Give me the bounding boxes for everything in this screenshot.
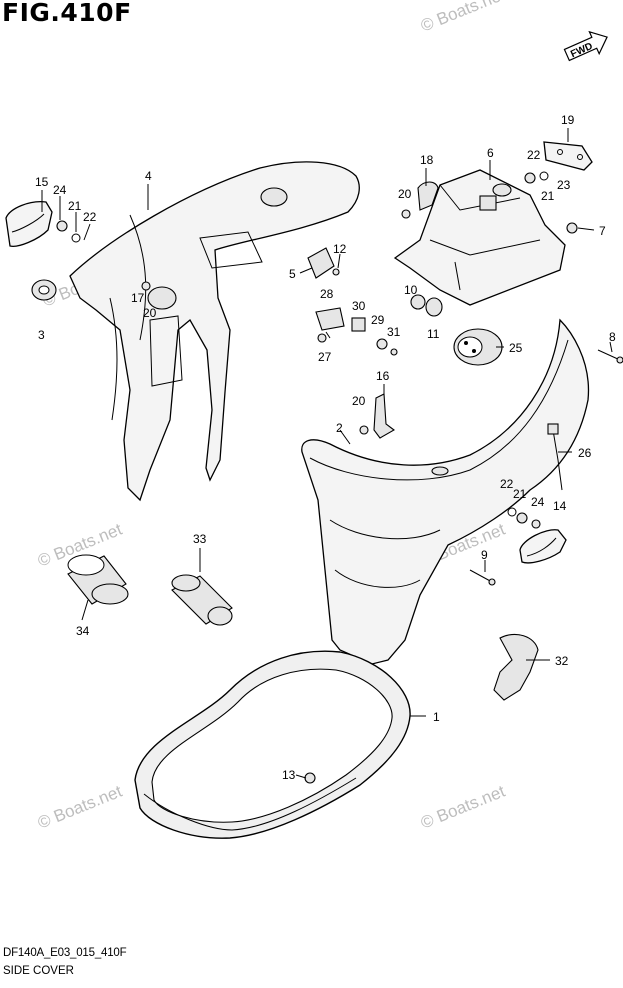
callout-13: 13 — [282, 768, 296, 782]
callout-30: 30 — [352, 299, 366, 313]
callout-20c: 20 — [352, 394, 366, 408]
callout-22c: 22 — [500, 477, 514, 491]
part-10 — [410, 294, 426, 310]
callout-8: 8 — [609, 330, 616, 344]
footer-diagram-code: DF140A_E03_015_410F — [3, 947, 127, 959]
callout-29: 29 — [371, 313, 385, 327]
callout-26: 26 — [578, 446, 592, 460]
callout-21c: 21 — [513, 487, 527, 501]
callout-5: 5 — [289, 267, 296, 281]
leader-lines — [41, 128, 613, 779]
callout-28: 28 — [320, 287, 334, 301]
callout-25: 25 — [509, 341, 523, 355]
callout-15: 15 — [35, 175, 49, 189]
callout-7: 7 — [599, 224, 606, 238]
callout-22b: 22 — [527, 148, 541, 162]
clip-part-18 — [417, 181, 439, 211]
callout-14: 14 — [553, 499, 567, 513]
hose-part-34 — [67, 554, 129, 605]
bracket-part-32 — [493, 633, 539, 701]
callout-19: 19 — [561, 113, 575, 127]
callout-20a: 20 — [398, 187, 412, 201]
callout-27: 27 — [318, 350, 332, 364]
callout-3: 3 — [38, 328, 45, 342]
callout-33: 33 — [193, 532, 207, 546]
part-11 — [425, 297, 443, 317]
callout-31: 31 — [387, 325, 401, 339]
callout-11: 11 — [427, 327, 440, 341]
callout-17: 17 — [131, 291, 145, 305]
bracket-part-6 — [393, 169, 566, 306]
grommet-part-25 — [453, 328, 503, 366]
hose-part-33 — [171, 574, 233, 626]
callout-23: 23 — [557, 178, 571, 192]
lower-cover-slot — [431, 466, 449, 476]
figure-title: FIG.410F — [2, 0, 132, 27]
callout-1: 1 — [433, 710, 440, 724]
footer-diagram-name: SIDE COVER — [3, 965, 74, 977]
callout-20b: 20 — [143, 306, 157, 320]
switch-part-28 — [315, 307, 345, 331]
callout-16: 16 — [376, 369, 390, 383]
callout-18: 18 — [420, 153, 434, 167]
callout-2: 2 — [336, 421, 343, 435]
callout-10: 10 — [404, 283, 418, 297]
callout-21a: 21 — [68, 199, 82, 213]
callout-32: 32 — [555, 654, 569, 668]
fitting-part-20 — [147, 286, 177, 310]
callout-24a: 24 — [53, 183, 67, 197]
upper-cover-hole — [260, 187, 288, 207]
screw-part-9 — [469, 569, 493, 583]
plate-part-19 — [543, 141, 593, 171]
fwd-arrow-icon: FWD — [563, 30, 608, 62]
latch-part-5 — [307, 247, 335, 279]
plug-part-13 — [304, 772, 316, 784]
callout-24b: 24 — [531, 495, 545, 509]
lower-side-cover-part-2 — [301, 318, 590, 665]
cable-tie-part-26 — [552, 429, 563, 491]
pad-part-15 — [5, 201, 53, 247]
upper-side-cover-part-4 — [69, 161, 360, 502]
part-30 — [351, 317, 366, 332]
callout-22a: 22 — [83, 210, 97, 224]
callout-9: 9 — [481, 548, 488, 562]
fwd-label: FWD — [569, 41, 594, 60]
pad-part-14 — [519, 529, 567, 564]
clip-part-16 — [373, 393, 395, 439]
screw-part-8 — [597, 349, 621, 361]
callout-34: 34 — [76, 624, 90, 638]
callout-4: 4 — [145, 169, 152, 183]
callout-21b: 21 — [541, 189, 555, 203]
callout-6: 6 — [487, 146, 494, 160]
callout-12: 12 — [333, 242, 347, 256]
